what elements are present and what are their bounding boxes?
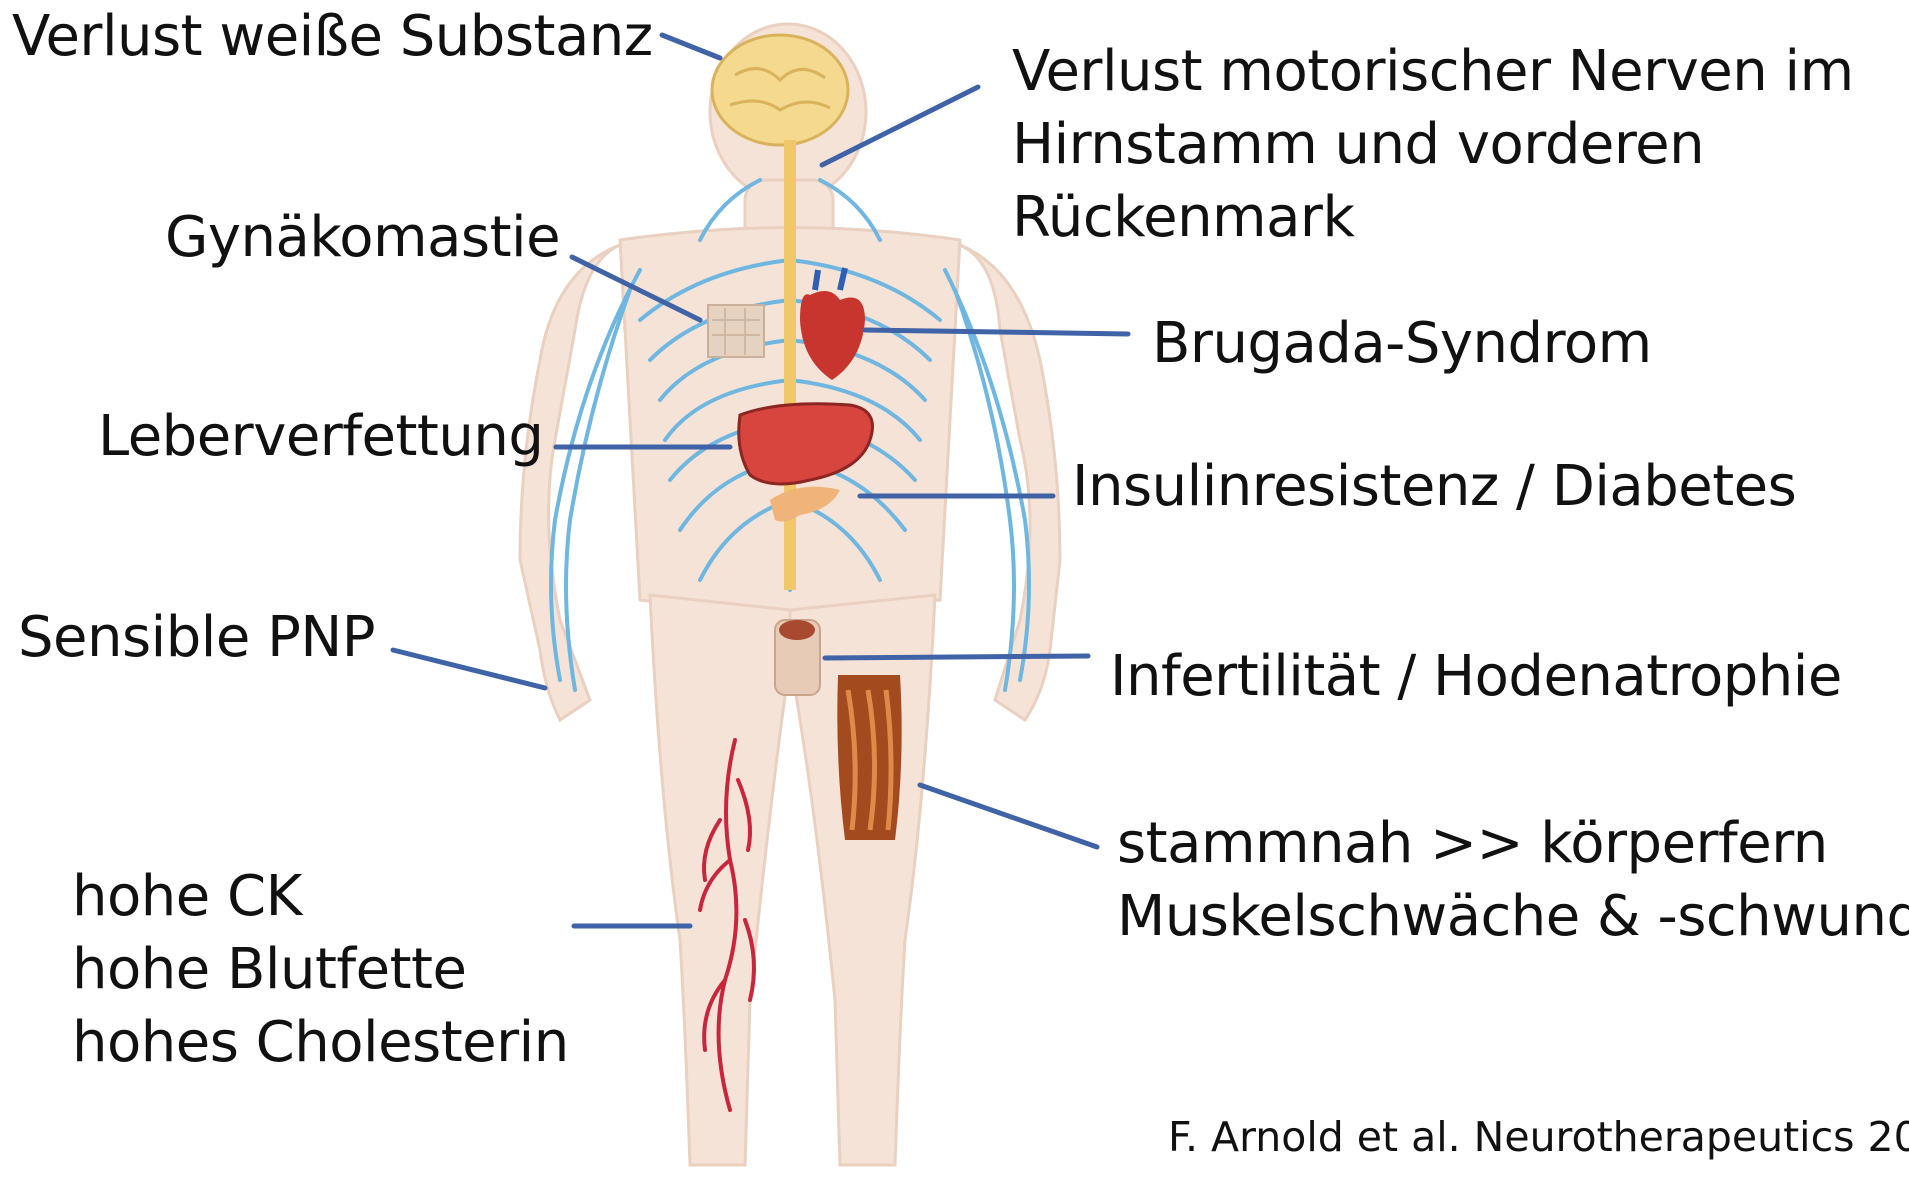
- label-blood: hohe CK hohe Blutfette hohes Cholesterin: [72, 860, 569, 1079]
- label-blood-line-1: hohe CK: [72, 860, 569, 933]
- label-motor-nerves-line-2: Hirnstamm und vorderen: [1012, 108, 1854, 181]
- label-white-matter: Verlust weiße Substanz: [12, 0, 653, 73]
- citation: F. Arnold et al. Neurotherapeutics 2019: [1168, 1112, 1909, 1162]
- leader-muscle: [920, 785, 1097, 847]
- label-pnp: Sensible PNP: [18, 601, 375, 674]
- leader-pnp: [393, 650, 545, 688]
- label-infertility: Infertilität / Hodenatrophie: [1110, 640, 1842, 713]
- label-muscle-line-1: stammnah >> körperfern: [1117, 807, 1909, 880]
- leader-infertility: [825, 656, 1088, 658]
- leader-white-matter: [662, 35, 720, 58]
- label-motor-nerves: Verlust motorischer Nerven im Hirnstamm …: [1012, 35, 1854, 254]
- label-motor-nerves-line-1: Verlust motorischer Nerven im: [1012, 35, 1854, 108]
- label-brugada: Brugada-Syndrom: [1152, 307, 1652, 380]
- brain: [712, 35, 848, 145]
- label-gynecomastia: Gynäkomastie: [165, 201, 560, 274]
- label-fatty-liver: Leberverfettung: [98, 400, 543, 473]
- label-blood-line-2: hohe Blutfette: [72, 933, 569, 1006]
- spinal-cord: [784, 140, 796, 590]
- label-muscle-line-2: Muskelschwäche & -schwund: [1117, 880, 1909, 953]
- thigh-muscle: [837, 675, 901, 840]
- label-insulin: Insulinresistenz / Diabetes: [1072, 450, 1796, 523]
- genitals: [775, 620, 820, 695]
- label-blood-line-3: hohes Cholesterin: [72, 1006, 569, 1079]
- label-motor-nerves-line-3: Rückenmark: [1012, 181, 1854, 254]
- label-muscle: stammnah >> körperfern Muskelschwäche & …: [1117, 807, 1909, 953]
- breast-tissue: [708, 305, 764, 357]
